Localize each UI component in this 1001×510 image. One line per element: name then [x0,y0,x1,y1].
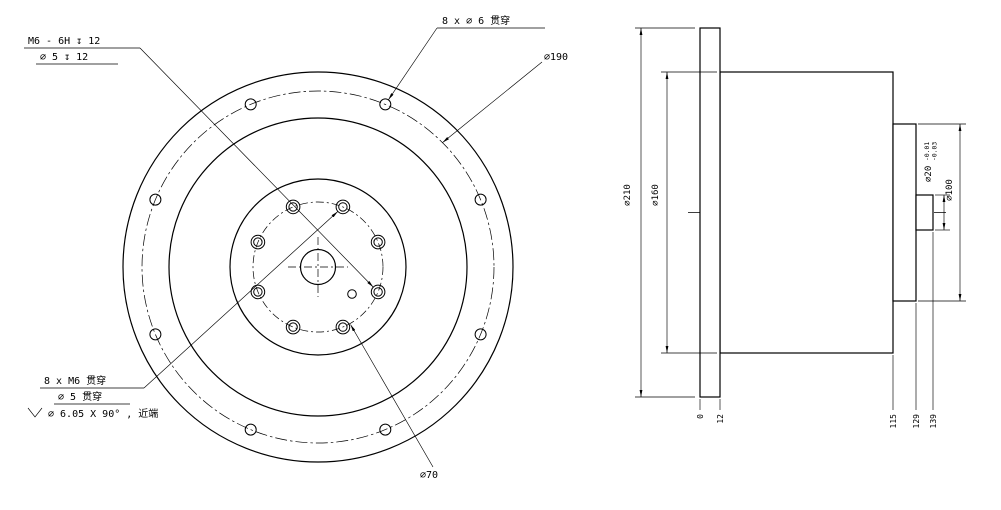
tapped-hole [285,199,301,215]
bolt-circle-d190 [141,90,495,444]
bolt-hole [379,98,392,111]
inner-tapped-holes [250,199,386,335]
ordinate-label-139: 139 [929,414,938,429]
body-circle-d160 [168,117,468,417]
dim-label-d210: ⌀210 [623,184,633,206]
bolt-hole [149,193,162,206]
dim-label-d20-tol-lower: -0.03 [931,142,939,161]
front-view: M6 - 6H ↧ 12 ⌀ 5 ↧ 12 8 x ⌀ 6 贯穿 ⌀190 8 … [24,14,568,481]
tapped-hole [250,234,266,250]
label-bolt-circle-70: ⌀70 [420,470,438,481]
countersink-icon [27,407,43,418]
boss-section-d100 [892,123,917,302]
pilot-section-d20 [915,194,934,231]
dim-label-d20-tol-upper: -0.01 [923,142,931,161]
tapped-hole [370,284,386,300]
tapped-hole [250,284,266,300]
leader-d190 [442,61,543,143]
dim-label-d20: ⌀20 [924,166,934,182]
label-bolt-circle-190: ⌀190 [544,52,568,63]
side-view: ⌀210 ⌀160 ⌀20 -0.01 -0.03 ⌀100 0 12 1 [623,27,966,429]
tapped-hole [285,319,301,335]
outer-diameter-circle-d210 [122,71,514,463]
flange-section-d210 [699,27,721,398]
body-section-d160 [719,71,894,354]
dowel-hole [347,289,357,299]
tapped-hole [335,319,351,335]
bolt-hole [149,328,162,341]
bolt-hole [379,423,392,436]
bolt-hole [474,193,487,206]
leader-outer-holes [388,27,438,100]
bolt-hole [244,423,257,436]
dim-label-d160: ⌀160 [651,184,661,206]
leader-d70 [350,324,434,468]
tapped-hole [335,199,351,215]
ordinate-label-0: 0 [696,414,705,419]
note-tapped-top-line1: M6 - 6H ↧ 12 [28,36,100,47]
note-tapped-bottom-line2: ⌀ 5 贯穿 [58,390,102,403]
bolt-hole [244,98,257,111]
note-tapped-bottom-line1: 8 x M6 贯穿 [44,374,106,387]
tapped-hole [370,234,386,250]
ordinate-label-129: 129 [912,414,921,429]
note-outer-holes: 8 x ⌀ 6 贯穿 [442,14,510,27]
bolt-hole [474,328,487,341]
note-tapped-bottom-line3: ⌀ 6.05 X 90° , 近端 [48,407,158,420]
note-tapped-top-line2: ⌀ 5 ↧ 12 [40,52,88,63]
ordinate-label-12: 12 [716,414,725,424]
ordinate-label-115: 115 [889,414,898,429]
leader-tapped-hole-top [139,47,374,288]
bolt-circle-d70 [252,201,384,333]
dim-label-d20-group: ⌀20 -0.01 -0.03 [923,142,939,182]
center-bore-circle [299,248,337,286]
boss-circle-d100 [229,178,407,356]
dim-label-d100: ⌀100 [945,179,955,201]
outer-bolt-holes [149,98,487,436]
leader-tapped-hole-bottom [143,211,339,389]
